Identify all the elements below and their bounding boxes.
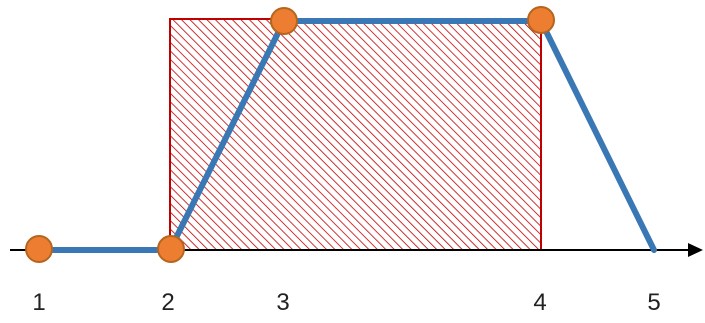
point-label-2: 2 bbox=[161, 289, 174, 316]
point-label-5: 5 bbox=[647, 289, 660, 316]
point-4-marker bbox=[527, 6, 555, 34]
point-1-marker bbox=[25, 235, 53, 263]
point-label-1: 1 bbox=[32, 289, 45, 316]
point-label-3: 3 bbox=[276, 289, 289, 316]
point-label-4: 4 bbox=[533, 289, 546, 316]
point-2-marker bbox=[157, 235, 185, 263]
x-axis-arrowhead bbox=[688, 243, 703, 257]
point-3-marker bbox=[270, 7, 298, 35]
hatched-rectangle bbox=[169, 18, 542, 251]
